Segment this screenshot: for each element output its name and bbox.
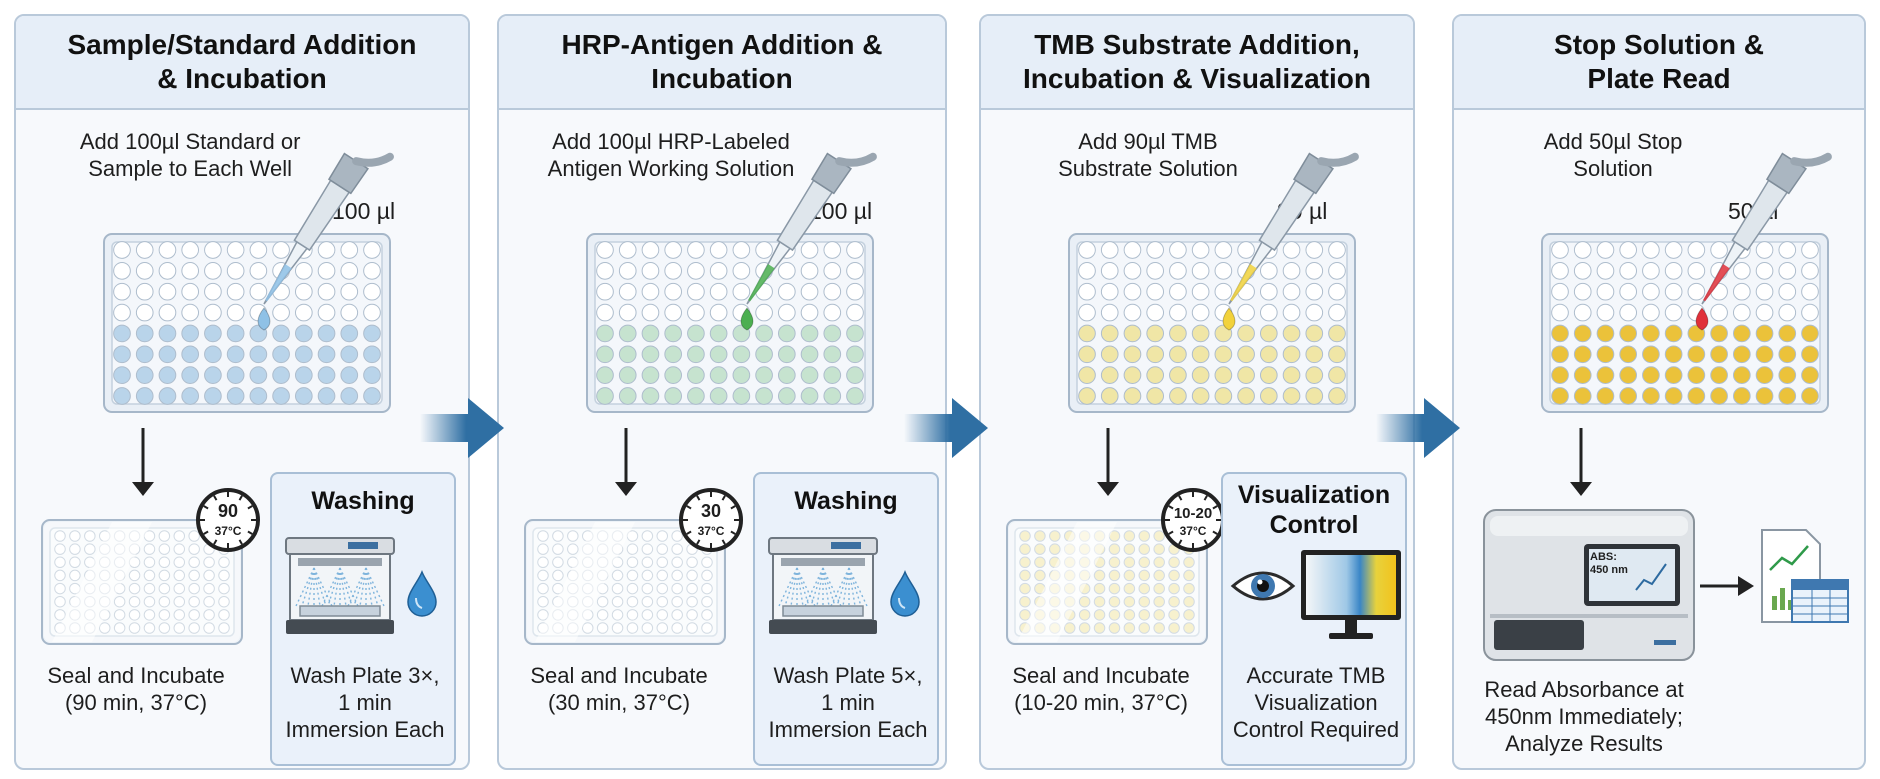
microplate	[1068, 233, 1356, 413]
down-arrow-icon	[1570, 428, 1592, 496]
timer-temp: 37°C	[214, 524, 242, 538]
step-instruction: Add 100µl HRP-Labeled Antigen Working So…	[547, 129, 795, 181]
eye-icon	[1230, 571, 1296, 601]
step-header: Stop Solution & Plate Read	[1454, 16, 1864, 110]
reader-screen-text: ABS: 450 nm	[1590, 551, 1628, 576]
incubate-caption: Seal and Incubate (10-20 min, 37°C)	[1012, 663, 1190, 715]
down-arrow-icon	[1097, 428, 1119, 496]
pipette-icon	[1222, 152, 1359, 331]
flow-arrow-icon	[904, 398, 988, 458]
step-illustration	[1483, 152, 1849, 661]
step-title: Sample/Standard Addition & Incubation	[67, 29, 417, 94]
flow-arrow-icon	[420, 398, 504, 458]
timer-value: 10-20	[1173, 505, 1213, 522]
plate-reader-icon	[1483, 509, 1695, 661]
step-instruction: Add 50µl Stop Solution	[1543, 129, 1683, 181]
step-header: HRP-Antigen Addition & Incubation	[499, 16, 945, 110]
step-illustration	[524, 152, 877, 645]
step-title: HRP-Antigen Addition & Incubation	[561, 29, 883, 94]
pipette-icon	[740, 152, 877, 331]
down-arrow-icon	[615, 428, 637, 496]
visualization-title: Visualization Control	[1237, 481, 1391, 539]
timer-temp: 37°C	[697, 524, 725, 538]
plate-washer-icon	[768, 537, 878, 634]
step-instruction: Add 90µl TMB Substrate Solution	[1058, 129, 1238, 181]
step-header: TMB Substrate Addition, Incubation & Vis…	[981, 16, 1413, 110]
read-caption: Read Absorbance at 450nm Immediately; An…	[1484, 677, 1684, 756]
step-instruction: Add 100µl Standard or Sample to Each Wel…	[79, 129, 301, 181]
visualization-illustration	[1230, 550, 1401, 639]
timer-temp: 37°C	[1179, 524, 1207, 538]
step-title: Stop Solution & Plate Read	[1554, 29, 1764, 94]
incubate-caption: Seal and Incubate (30 min, 37°C)	[530, 663, 708, 715]
microplate	[41, 519, 243, 645]
water-drop-icon	[890, 569, 920, 617]
visualization-caption: Accurate TMB Visualization Control Requi…	[1232, 663, 1400, 742]
to-results-arrow-icon	[1700, 576, 1754, 596]
microplate	[1006, 519, 1208, 645]
step-panel-3: TMB Substrate Addition, Incubation & Vis…	[979, 14, 1415, 770]
timer-value: 90	[217, 501, 239, 521]
water-drop-icon	[407, 569, 437, 617]
flow-arrow-icon	[1376, 398, 1460, 458]
microplate	[1541, 233, 1829, 413]
step-title: TMB Substrate Addition, Incubation & Vis…	[1023, 29, 1371, 94]
washing-illustration	[285, 537, 437, 634]
washing-title: Washing	[311, 487, 415, 515]
washing-title: Washing	[794, 487, 898, 515]
results-document-icon	[1761, 529, 1849, 623]
washing-caption: Wash Plate 3×, 1 min Immersion Each	[285, 663, 445, 742]
monitor-icon	[1301, 550, 1401, 639]
step-illustration	[41, 152, 394, 645]
timer-value: 30	[700, 501, 722, 521]
step-illustration	[1006, 152, 1359, 645]
pipette-icon	[257, 152, 394, 331]
microplate	[103, 233, 391, 413]
timer-icon	[679, 488, 743, 552]
step-header: Sample/Standard Addition & Incubation	[16, 16, 468, 110]
down-arrow-icon	[132, 428, 154, 496]
pipette-icon	[1695, 152, 1832, 331]
microplate	[524, 519, 726, 645]
incubate-caption: Seal and Incubate (90 min, 37°C)	[47, 663, 225, 715]
plate-washer-icon	[285, 537, 395, 634]
washing-caption: Wash Plate 5×, 1 min Immersion Each	[768, 663, 928, 742]
washing-illustration	[768, 537, 920, 634]
timer-icon	[196, 488, 260, 552]
microplate	[586, 233, 874, 413]
